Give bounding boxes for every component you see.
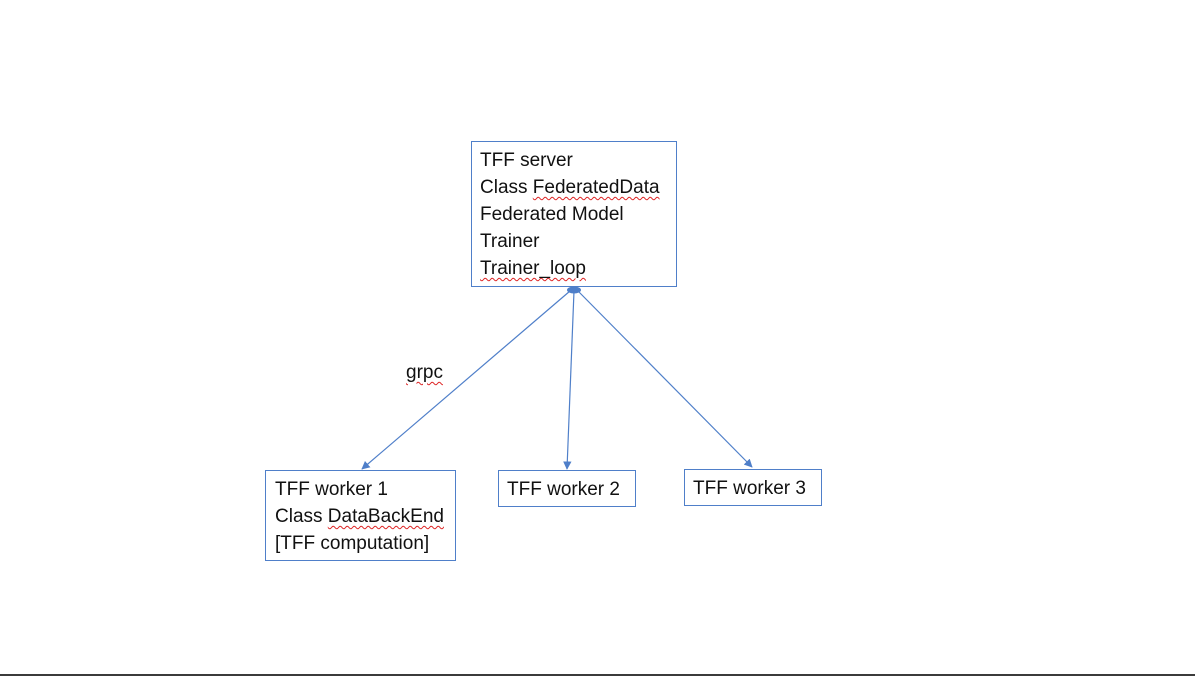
server-trainer-line: Trainer <box>480 231 540 252</box>
worker-3-title: TFF worker 3 <box>693 478 806 499</box>
worker-1-class-name: DataBackEnd <box>327 506 444 527</box>
tff-worker-3-box: TFF worker 3 <box>684 469 822 506</box>
arrow-server-to-worker-2 <box>563 290 575 470</box>
tff-server-box: TFF server Class FederatedData Federated… <box>471 141 677 287</box>
worker-1-computation-line: [TFF computation] <box>275 533 430 554</box>
server-class-name: FederatedData <box>532 177 660 198</box>
bottom-edge-divider <box>0 674 1195 676</box>
arrow-server-to-worker-1 <box>361 290 571 470</box>
server-title: TFF server <box>480 150 573 171</box>
worker-2-title: TFF worker 2 <box>507 479 620 500</box>
grpc-edge-label: grpc <box>406 362 443 383</box>
worker-1-title: TFF worker 1 <box>275 479 388 500</box>
tff-worker-1-box: TFF worker 1 Class DataBackEnd [TFF comp… <box>265 470 456 561</box>
tff-worker-2-box: TFF worker 2 <box>498 470 636 507</box>
server-model-line: Federated Model <box>480 204 624 225</box>
server-connection-point <box>567 286 581 294</box>
server-trainer-loop-line: Trainer_loop <box>480 258 586 279</box>
worker-1-class-line: Class DataBackEnd <box>275 506 444 527</box>
server-class-line: Class FederatedData <box>480 177 660 198</box>
arrow-server-to-worker-3 <box>577 290 753 468</box>
